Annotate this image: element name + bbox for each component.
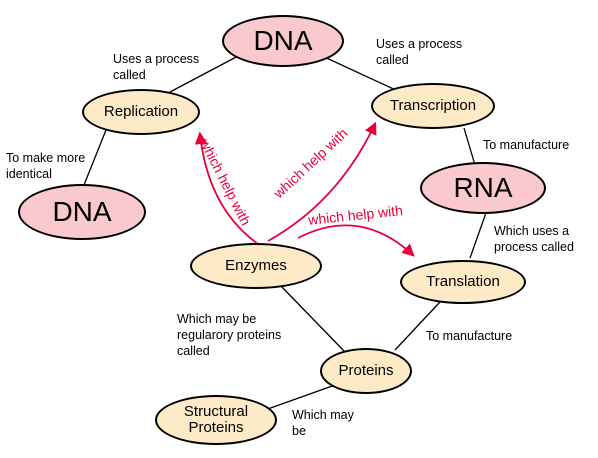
node-transcription: Transcription (371, 83, 495, 129)
node-translation: Translation (400, 260, 526, 304)
edge-translation-proteins (394, 301, 441, 351)
label-uses-process-left: Uses a process called (113, 52, 200, 82)
node-proteins: Proteins (320, 348, 412, 394)
label-regulatory: Which may be regularory proteins called (177, 312, 282, 358)
label-which-uses-process: Which uses a process called (494, 224, 574, 254)
label-to-make-more: To make more identical (6, 151, 86, 181)
label-which-may-be: Which may be (292, 408, 354, 438)
edge-dna-replication (169, 54, 241, 93)
edge-dna-transcription (319, 54, 401, 93)
node-rna: RNA (420, 162, 546, 214)
edge-rna-translation (469, 209, 488, 259)
label-to-manufacture-1: To manufacture (483, 138, 570, 152)
label-uses-process-right: Uses a process called (376, 37, 463, 67)
node-replication: Replication (82, 89, 200, 135)
edge-proteins-structural (264, 384, 336, 411)
arrow-to-transcription (267, 121, 377, 242)
node-dna-top: DNA (222, 15, 344, 67)
node-structural-proteins: Structural Proteins (155, 395, 277, 445)
node-dna-left: DNA (18, 184, 146, 240)
edge-transcription-rna (463, 127, 476, 166)
label-to-manufacture-2: To manufacture (426, 329, 513, 343)
arrow-to-replication (194, 131, 259, 245)
arrow-to-translation (297, 224, 415, 257)
edge-enzymes-proteins (279, 284, 346, 353)
edge-replication-dna (81, 129, 107, 191)
node-enzymes: Enzymes (190, 243, 322, 289)
